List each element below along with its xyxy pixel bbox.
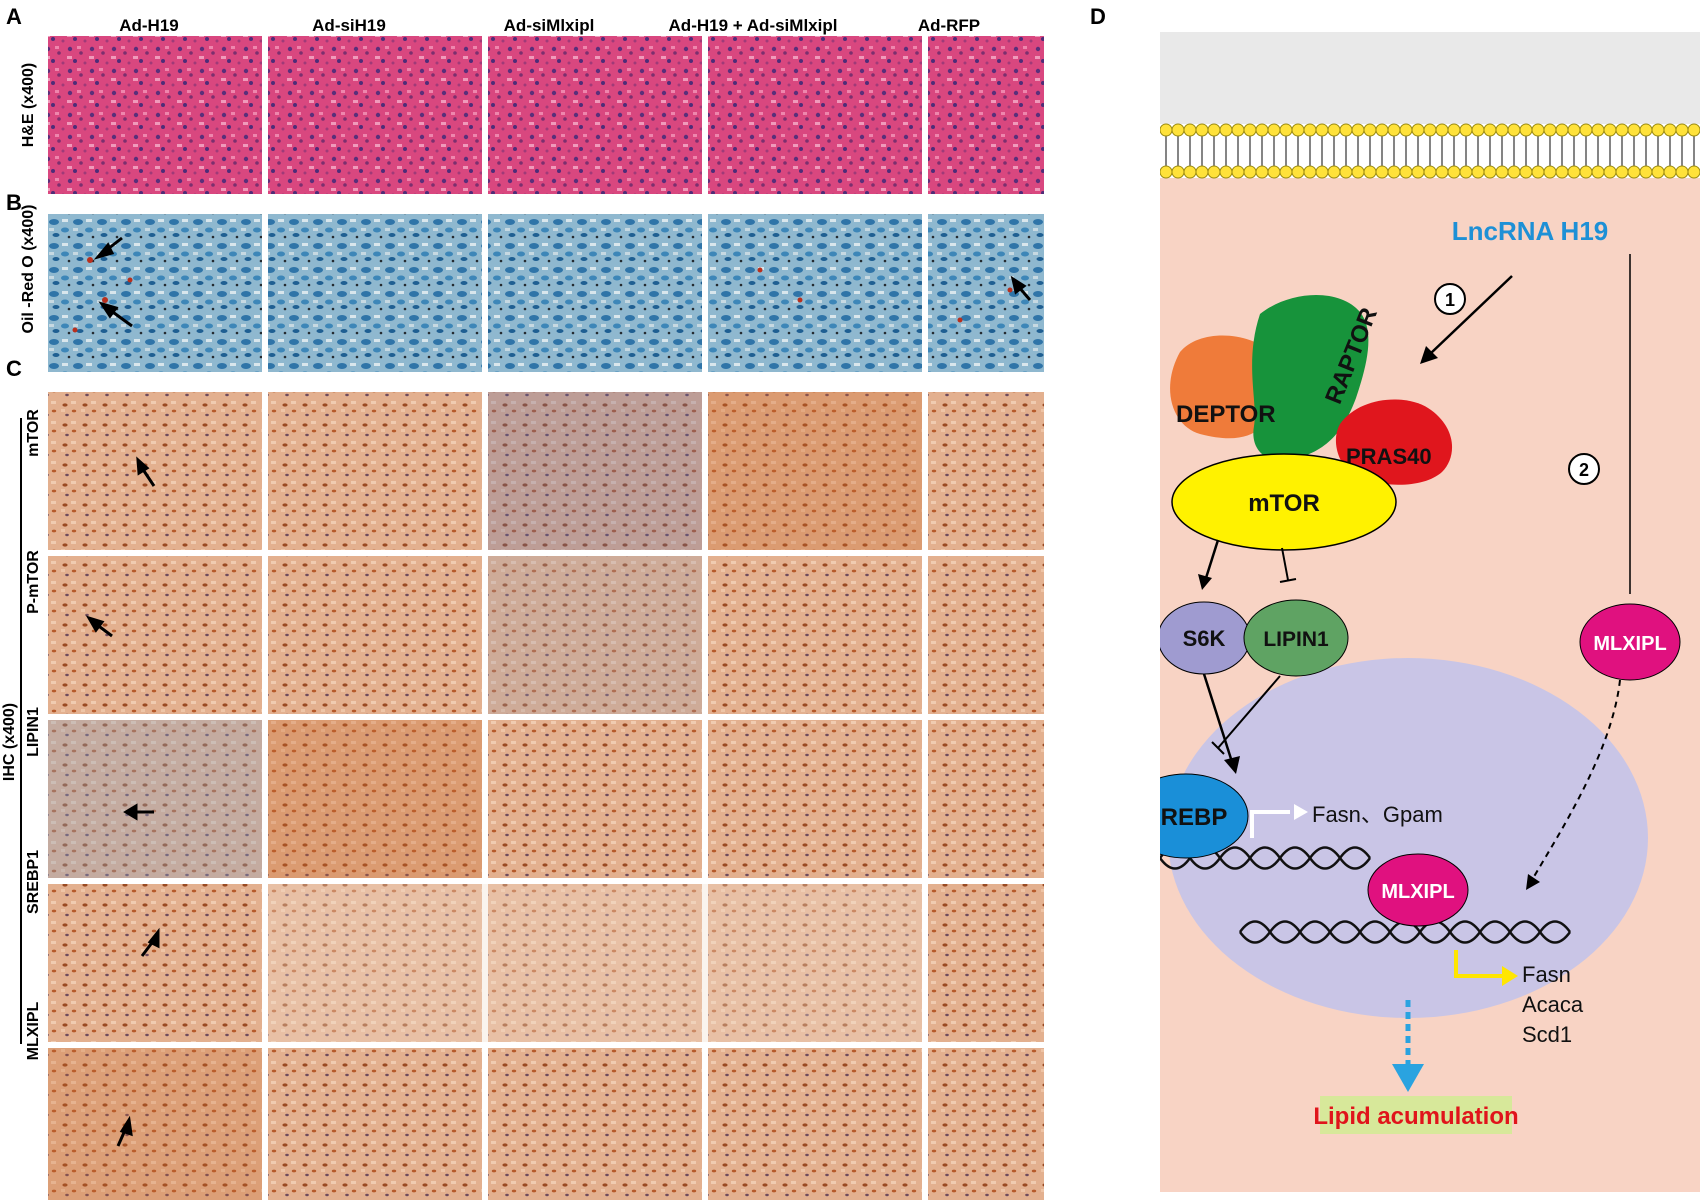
step-1-marker — [1434, 283, 1466, 315]
lncrna-h19-label: LncRNA H19 — [1452, 216, 1609, 246]
pras40-shape — [1335, 399, 1453, 485]
mlxipl-target-1: Fasn — [1522, 962, 1571, 987]
panel-label-b: B — [6, 190, 22, 215]
ihc-mtor-tile-4 — [708, 392, 922, 550]
ihc-srebp1-tile-1 — [48, 884, 262, 1042]
ihc-lipin1-tile-1 — [48, 720, 262, 878]
nucleus — [1168, 658, 1648, 1018]
step-1-label: 1 — [1445, 290, 1455, 310]
oil-tile-1 — [48, 214, 262, 372]
deptor-label: DEPTOR — [1176, 401, 1276, 428]
ihc-lipin1-tile-5 — [928, 720, 1044, 878]
he-tile-2 — [268, 36, 482, 194]
panel-label-c: C — [6, 356, 22, 381]
ihc-mtor-tile-2 — [268, 392, 482, 550]
inhibit-lipin1-to-srebp — [1217, 675, 1281, 749]
ihc-pmtor-tile-3 — [488, 556, 702, 714]
ihc-pmtor-tile-4 — [708, 556, 922, 714]
ihc-mlxipl-tile-4 — [708, 1048, 922, 1200]
he-tile-5 — [928, 36, 1044, 194]
srebp-targets: Fasn、Gpam — [1312, 802, 1443, 827]
step-2-marker — [1568, 453, 1600, 485]
mechanism-diagram: LncRNA H19 1 2 DEPTOR RAPTOR PRAS40 mTOR… — [1160, 32, 1700, 1192]
ihc-pmtor-tile-1 — [48, 556, 262, 714]
s6k-label: S6K — [1183, 626, 1226, 651]
extracellular-space — [1160, 32, 1700, 124]
he-tile-4 — [708, 36, 922, 194]
ihc-bracket-line — [20, 418, 22, 1044]
column-title-1: Ad-H19 — [119, 16, 179, 35]
column-title-2: Ad-siH19 — [312, 16, 386, 35]
mlxipl-nuc-label: MLXIPL — [1381, 881, 1454, 903]
ihc-mtor-tile-1 — [48, 392, 262, 550]
srebp-transcription-arrow — [1250, 810, 1290, 838]
step-2-label: 2 — [1579, 460, 1589, 480]
ihc-srebp1-tile-3 — [488, 884, 702, 1042]
ihc-srebp1-tile-4 — [708, 884, 922, 1042]
micrograph-grid — [48, 36, 1044, 1200]
ihc-lipin1-tile-2 — [268, 720, 482, 878]
oil-tile-3 — [488, 214, 702, 372]
column-title-5: Ad-RFP — [917, 16, 981, 35]
mtor-label: mTOR — [1248, 490, 1320, 517]
ihc-mlxipl-tile-1 — [48, 1048, 262, 1200]
ihc-rows — [48, 392, 1044, 1200]
mlxipl-dna — [1238, 920, 1572, 944]
inhibit-mtor-to-lipin1 — [1281, 547, 1289, 581]
mtor-node — [1171, 453, 1397, 551]
arrow-s6k-to-srebp — [1202, 673, 1234, 763]
panel-label-d: D — [1090, 4, 1106, 29]
ihc-mtor-tile-5 — [928, 392, 1044, 550]
column-title-4: Ad-H19 + Ad-siMlxipl — [668, 16, 838, 35]
he-tile-3 — [488, 36, 702, 194]
srebp-node — [1160, 773, 1249, 859]
oil-tile-4 — [708, 214, 922, 372]
oil-tile-5 — [928, 214, 1044, 372]
ihc-mlxipl-tile-5 — [928, 1048, 1044, 1200]
panel-label-a: A — [6, 4, 22, 29]
column-title-3: Ad-siMlxipl — [503, 16, 595, 35]
ihc-srebp1-tile-2 — [268, 884, 482, 1042]
srebp-label: SREBP — [1160, 804, 1227, 831]
raptor-shape — [1252, 294, 1369, 461]
ihc-lipin1-tile-4 — [708, 720, 922, 878]
lipin1-label: LIPIN1 — [1263, 628, 1329, 651]
mlxipl-cyto-label: MLXIPL — [1593, 633, 1666, 655]
pras40-label: PRAS40 — [1346, 444, 1432, 469]
ihc-srebp1-tile-5 — [928, 884, 1044, 1042]
lipid-outcome-label: Lipid acumulation — [1313, 1103, 1518, 1130]
mlxipl-transcription-arrow — [1454, 950, 1502, 978]
ihc-mlxipl-tile-2 — [268, 1048, 482, 1200]
arrow-h19-to-complex — [1429, 275, 1513, 355]
mlxipl-target-3: Scd1 — [1522, 1022, 1572, 1047]
lipin1-node — [1243, 599, 1349, 677]
arrow-mlxipl-to-nucleus — [1531, 679, 1621, 881]
oil-row — [48, 214, 1044, 372]
he-tile-1 — [48, 36, 262, 194]
arrow-to-lipid-head — [1392, 1064, 1424, 1092]
arrow-mtor-to-s6k — [1204, 539, 1220, 579]
ihc-mlxipl-tile-3 — [488, 1048, 702, 1200]
ihc-lipin1-tile-3 — [488, 720, 702, 878]
ihc-pmtor-tile-5 — [928, 556, 1044, 714]
ihc-pmtor-tile-2 — [268, 556, 482, 714]
cell-membrane — [1160, 123, 1700, 179]
indicator-arrows — [85, 236, 1032, 1147]
mlxipl-cyto-node — [1579, 603, 1681, 681]
mlxipl-target-2: Acaca — [1522, 992, 1584, 1017]
mlxipl-nuc-node — [1367, 853, 1469, 927]
lipid-outcome-box — [1320, 1096, 1512, 1134]
ihc-mtor-tile-3 — [488, 392, 702, 550]
oil-tile-2 — [268, 214, 482, 372]
he-row — [48, 36, 1044, 194]
